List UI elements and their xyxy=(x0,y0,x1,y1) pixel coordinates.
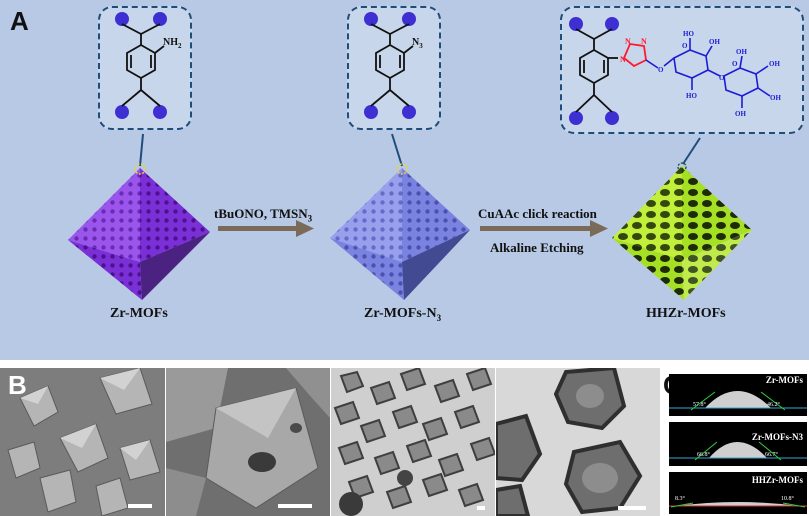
highlight-circle xyxy=(677,162,687,172)
oxygen-label: O xyxy=(732,60,738,68)
triazole-ring xyxy=(622,43,647,68)
label-zr-mofs: Zr-MOFs xyxy=(110,306,168,321)
scale-bar xyxy=(278,504,312,508)
hydroxyl-label: OH xyxy=(736,48,747,56)
panel-b-label: B xyxy=(8,370,27,400)
panel-c-contact-angle: C Zr-MOFs 57.8° 46.2° Zr-MOFs-N3 66.8° xyxy=(661,368,809,516)
droplet-image-hhzr-mofs: HHZr-MOFs 8.3° 10.8° xyxy=(669,472,807,514)
metal-node-ball xyxy=(605,111,619,125)
metal-node-ball xyxy=(569,111,583,125)
hydroxyl-label: OH xyxy=(709,38,720,46)
oxygen-label: O xyxy=(682,42,688,50)
scale-bar xyxy=(477,506,485,510)
scheme-graphics xyxy=(68,133,752,300)
hydroxyl-label: HO xyxy=(686,92,697,100)
hhzr-mofs-octahedron xyxy=(612,162,752,300)
connector-line xyxy=(391,133,403,167)
hydroxyl-label: OH xyxy=(769,60,780,68)
step1-conditions: tBuONO, TMSN3 xyxy=(214,206,313,224)
highlight-circle xyxy=(134,163,146,175)
highlight-circle xyxy=(396,163,408,175)
nh2-linker-structure: NH2 xyxy=(115,12,182,119)
connector-line xyxy=(682,137,701,165)
triazole-n-label: N xyxy=(641,37,647,46)
triazole-n-label: N xyxy=(620,55,626,64)
angle-right: 46.2° xyxy=(767,402,780,408)
metal-node-ball xyxy=(153,105,167,119)
nh2-group-text: NH2 xyxy=(163,37,182,50)
metal-node-ball xyxy=(605,17,619,31)
oxygen-label: O xyxy=(719,74,725,82)
step2-line2: Alkaline Etching xyxy=(490,240,584,255)
scale-bar xyxy=(128,504,152,508)
arrow-step2 xyxy=(480,220,608,237)
ca-label-hhzr-mofs: HHZr-MOFs xyxy=(751,475,803,485)
angle-left: 8.3° xyxy=(675,496,685,502)
step2-line1: CuAAc click reaction xyxy=(478,206,597,221)
tem-image-high-mag xyxy=(496,368,660,516)
metal-node-ball xyxy=(364,12,378,26)
droplet-image-zr-mofs-n3: Zr-MOFs-N3 66.8° 66.7° xyxy=(669,422,807,466)
molecule-box-glycosylated: N N N xyxy=(560,6,804,134)
zr-mofs-n3-octahedron xyxy=(330,163,470,300)
metal-node-ball xyxy=(402,105,416,119)
zr-mofs-octahedron xyxy=(68,163,210,300)
scale-bar xyxy=(618,506,646,510)
n3-linker-structure: N3 xyxy=(364,12,423,119)
ca-label-zr-mofs-n3: Zr-MOFs-N3 xyxy=(751,432,803,442)
tem-image-low-mag xyxy=(331,368,495,516)
oxygen-label: O xyxy=(658,66,664,74)
molecule-box-n3: N3 xyxy=(347,6,441,130)
metal-node-ball xyxy=(115,105,129,119)
angle-left: 66.8° xyxy=(697,452,710,458)
connector-line xyxy=(139,133,144,167)
arrow-step1 xyxy=(218,220,314,237)
metal-node-ball xyxy=(402,12,416,26)
ca-label-zr-mofs: Zr-MOFs xyxy=(765,375,803,385)
sem-image-low-mag: B xyxy=(0,368,165,516)
hydroxyl-label: OH xyxy=(735,110,746,118)
metal-node-ball xyxy=(364,105,378,119)
label-hhzr-mofs: HHZr-MOFs xyxy=(646,306,726,321)
disaccharide-chain xyxy=(645,38,771,108)
hydroxyl-label: OH xyxy=(770,94,781,102)
glycosylated-linker-structure: N N N xyxy=(569,17,781,125)
triazole-n-label: N xyxy=(625,37,631,46)
molecule-box-nh2: NH2 xyxy=(98,6,192,130)
angle-right: 10.8° xyxy=(781,496,794,502)
angle-left: 57.8° xyxy=(693,402,706,408)
metal-node-ball xyxy=(115,12,129,26)
angle-right: 66.7° xyxy=(765,452,778,458)
panel-a-schematic: A NH2 xyxy=(0,0,809,360)
n3-group-text: N3 xyxy=(412,37,423,50)
hydroxyl-label: HO xyxy=(683,30,694,38)
droplet-image-zr-mofs: Zr-MOFs 57.8° 46.2° xyxy=(669,374,807,416)
sem-image-high-mag xyxy=(166,368,330,516)
label-zr-mofs-n3: Zr-MOFs-N3 xyxy=(364,306,442,323)
panel-a-label: A xyxy=(10,6,29,36)
metal-node-ball xyxy=(153,12,167,26)
metal-node-ball xyxy=(569,17,583,31)
